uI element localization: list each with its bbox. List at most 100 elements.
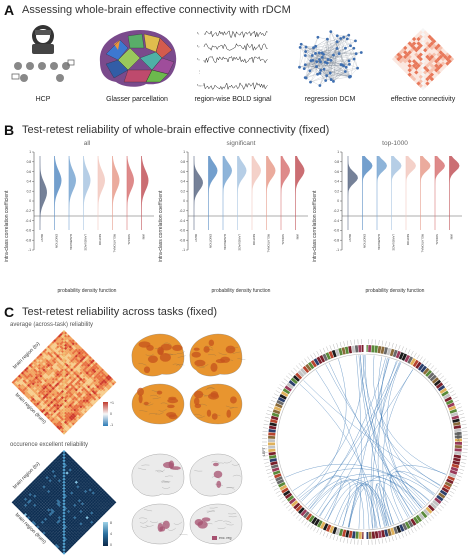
network-edge [312,35,349,61]
matrix1-title: average (across-task) reliability [10,322,94,328]
avg-reliability-matrix [4,326,124,438]
connectogram-segment [282,388,291,395]
colorbar2-min: 0 [110,543,112,547]
connectogram-tick [286,375,291,380]
ec-matrix-cell [414,70,419,75]
connectogram-tick [281,499,286,503]
excellent-occurrence-matrix [4,446,124,556]
connectogram-tick [462,452,468,453]
y-tick-label: 1 [183,150,185,154]
connectogram-segment [454,451,462,455]
network-edge [305,46,313,61]
connectogram-segment [271,467,280,472]
network-edge [331,71,346,80]
connectogram-segment [441,390,449,397]
connectogram-segment [374,345,378,353]
connectogram-tick [398,534,401,539]
connectogram-segment [393,526,399,535]
connectogram-tick [416,354,420,359]
violin-language [83,156,91,230]
condition-label-language: LANGUAGE [84,234,88,251]
ec-matrix-cell [431,74,437,80]
connectogram-tick [269,478,275,481]
connectogram-edge [375,483,400,528]
connectogram-segment [423,508,430,516]
connectogram-segment [314,518,320,527]
network-node [319,68,323,72]
network-node [329,30,333,34]
y-tick-label: -0.2 [26,209,32,213]
y-tick-label: 0 [29,199,31,203]
brain-region-spot [194,403,202,409]
ec-matrix-cell [414,39,419,44]
ylabel-2: intra-class correlation coefficient [158,190,164,262]
condition-label-language: LANGUAGE [238,234,242,251]
connectogram-tick [388,537,391,542]
condition-label-emotion: EMOTION [55,234,59,248]
violin-motor [98,156,105,230]
connectogram-segment [453,457,461,462]
glasser-brain-illustration [94,26,180,92]
condition-label-relational: RELATIONAL [267,234,271,253]
network-node [325,74,329,78]
connectogram-segment [402,522,408,531]
violin-social [281,156,290,230]
colorbar-2 [103,522,108,546]
connectogram-segment [297,370,305,378]
connectogram-tick [404,347,408,353]
network-node [343,70,347,73]
condition-label-social: SOCIAL [281,234,285,245]
violin-motor [252,156,261,230]
connectogram-tick [293,512,298,517]
connectogram-segment [297,507,305,515]
ec-matrix-cell [414,61,419,66]
connectogram-segment [433,379,442,387]
ec-matrix-cell [422,79,428,84]
connectogram-tick [262,455,268,457]
connectogram-segment [399,524,405,532]
connectogram-segment [390,527,395,536]
subplot-title-top1000: top-1000 [382,140,408,147]
connectogram-tick [277,387,282,391]
brain-region-spot [147,355,158,364]
caption-bold: region-wise BOLD signal [194,96,272,103]
connectogram-edge [316,362,401,515]
network-node [325,37,329,41]
connectogram-tick [451,487,457,491]
ec-matrix-cell [431,65,437,71]
brain-view-1 [131,333,186,377]
connectogram-segment [308,515,315,523]
connectogram-edge [347,484,370,529]
network-node [342,35,346,39]
connectogram-segment [269,458,277,463]
network-node [335,47,339,50]
connectogram-edge [358,355,394,525]
ec-matrix-cell [409,61,415,66]
connectogram-segment [437,384,446,392]
connectogram-edge [311,479,392,526]
network-node [354,39,357,43]
ec-matrix-cell [396,56,401,62]
colorbar2-mid: 4 [110,532,112,536]
brain-region-spot [160,343,172,351]
network-edge [327,53,340,60]
network-edge [305,64,350,77]
connectogram-tick [262,431,268,432]
network-node [345,37,349,41]
connectogram-tick [439,375,444,380]
connectogram-tick [448,387,453,391]
connectogram-tick [432,512,437,517]
ec-matrix-cell [422,56,428,62]
connectogram-segment [412,359,419,368]
connectogram-tick [425,360,429,365]
connectogram-segment [454,431,462,436]
violin-social [127,156,134,230]
hcp-illustration [8,22,78,92]
connectogram-tick [301,519,305,524]
bold-trace-3 [203,55,268,64]
connectogram-segment [274,473,282,479]
network-edge [348,35,358,69]
y-tick-label: 0.8 [335,160,340,164]
network-edge [320,70,350,77]
